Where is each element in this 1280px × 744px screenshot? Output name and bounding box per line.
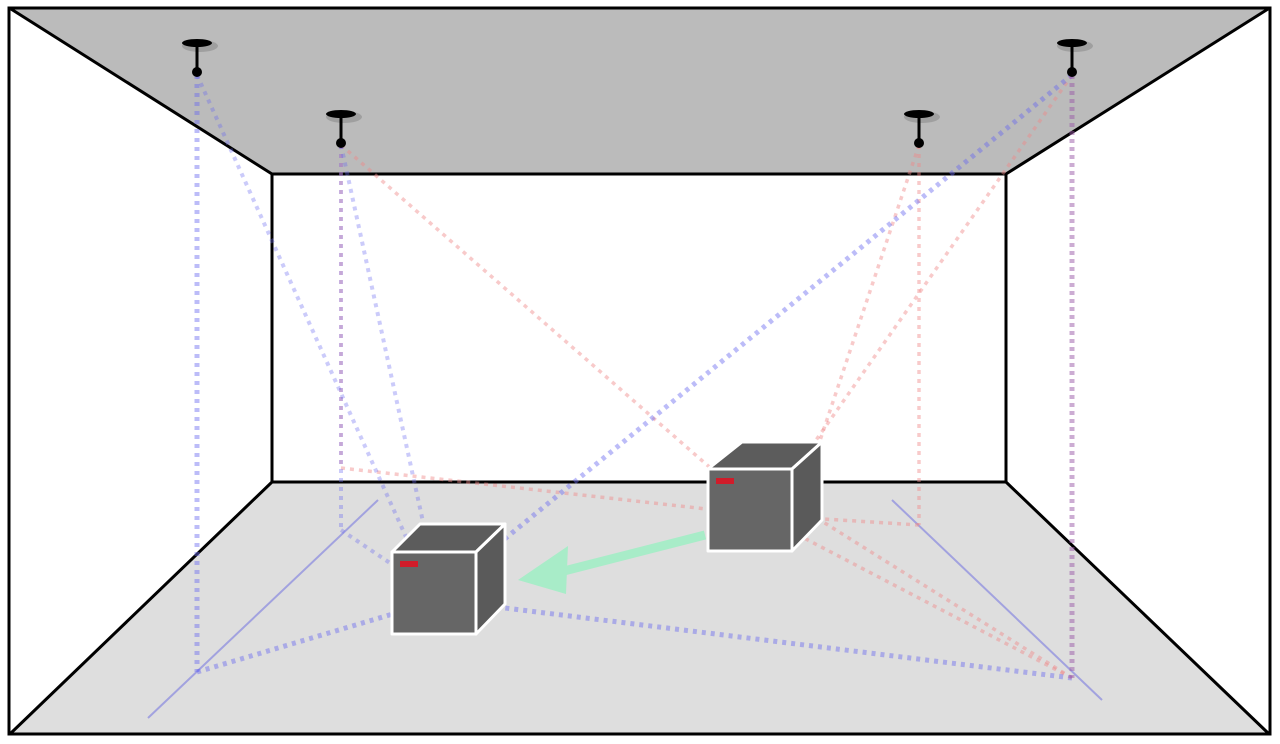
ceiling-camera-icon [904, 110, 940, 148]
motion-arrow-icon [518, 530, 707, 594]
ceiling-camera-icon [326, 110, 362, 148]
box-right [706, 440, 824, 553]
box-marker [400, 561, 418, 567]
box-marker [716, 478, 734, 484]
room-edges [7, 6, 1272, 736]
floor-guide-line [891, 499, 1103, 701]
back-wall [272, 174, 1006, 482]
ceiling-camera-icon [182, 39, 218, 77]
box-left [390, 522, 507, 636]
floor [12, 482, 1268, 733]
ceiling-camera-icon [1057, 39, 1093, 77]
ceiling [12, 9, 1268, 174]
floor-guide-line [147, 499, 379, 719]
